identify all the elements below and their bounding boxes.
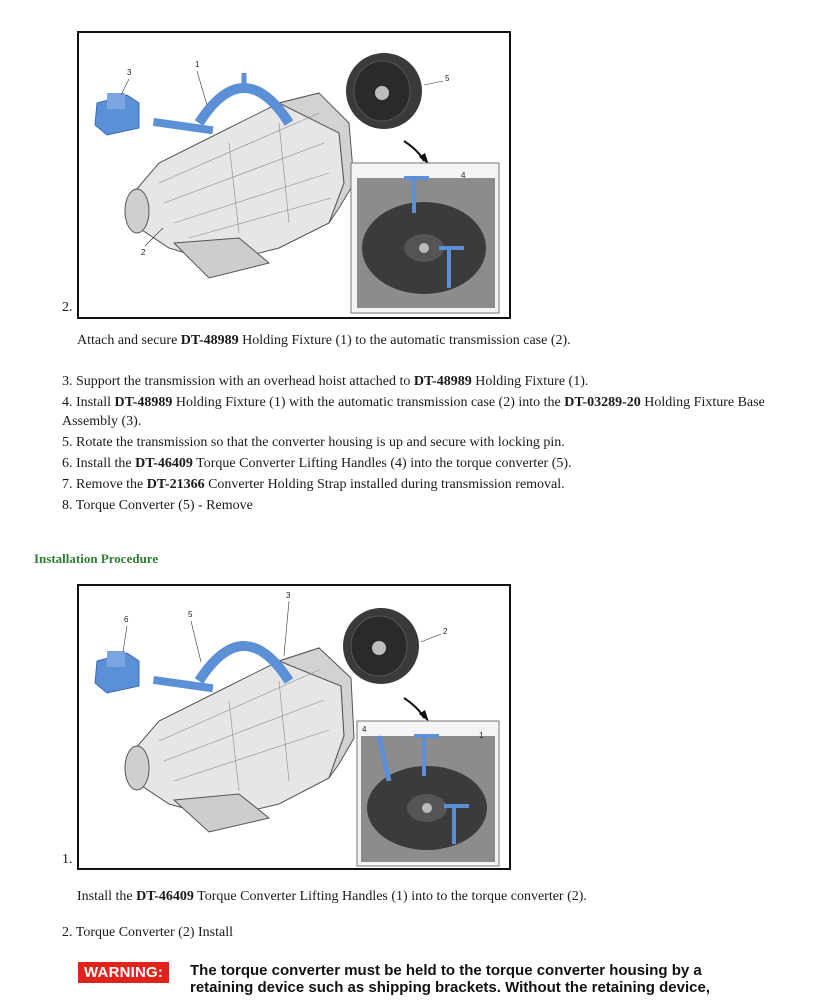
step-text: Converter Holding Strap installed during… — [204, 477, 565, 492]
step-item: 6. Install the DT-46409 Torque Converter… — [62, 454, 802, 473]
callout-1b: 1 — [479, 731, 484, 740]
caption-2: Install the DT-46409 Torque Converter Li… — [77, 889, 587, 904]
figure-2: 6 5 3 2 4 1 — [77, 584, 511, 870]
figure-1-number: 2. — [62, 300, 73, 315]
callout-2b: 2 — [443, 627, 448, 636]
transmission-illustration-2: 6 5 3 2 4 1 — [94, 591, 500, 867]
step-number: 6. — [62, 456, 73, 471]
step-text: Rotate the transmission so that the conv… — [76, 435, 565, 450]
step-2-install: 2. Torque Converter (2) Install — [62, 925, 233, 940]
step-text: Holding Fixture Base Assembly (3). — [62, 395, 765, 429]
callout-6: 6 — [124, 615, 129, 624]
callout-5b: 5 — [188, 610, 193, 619]
figure-1: 3 1 2 5 4 — [77, 31, 511, 319]
section-heading-installation: Installation Procedure — [34, 551, 159, 566]
callout-2: 2 — [141, 248, 146, 257]
tool-number: DT-03289-20 — [564, 395, 641, 410]
removal-steps-list: 3. Support the transmission with an over… — [62, 372, 802, 517]
tool-number: DT-48989 — [413, 374, 472, 389]
step-number: 3. — [62, 374, 73, 389]
figure-2-number: 1. — [62, 852, 73, 867]
warning-badge: WARNING: — [78, 962, 170, 983]
step-item: 5. Rotate the transmission so that the c… — [62, 433, 802, 452]
tool-number: DT-46409 — [135, 456, 193, 471]
caption-1: Attach and secure DT-48989 Holding Fixtu… — [77, 333, 571, 348]
step-item: 8. Torque Converter (5) - Remove — [62, 496, 802, 515]
step-number: 5. — [62, 435, 73, 450]
step-text: Holding Fixture (1) with the automatic t… — [172, 395, 565, 410]
step-number: 7. — [62, 477, 73, 492]
tool-number: DT-48989 — [114, 395, 173, 410]
step-text: Support the transmission with an overhea… — [76, 374, 414, 389]
callout-4b: 4 — [362, 725, 367, 734]
step-text: Install — [76, 395, 115, 410]
step-text: Torque Converter Lifting Handles (4) int… — [192, 456, 572, 471]
callout-4: 4 — [461, 171, 466, 180]
step-number: 8. — [62, 498, 73, 513]
step-number: 4. — [62, 395, 73, 410]
step-item: 7. Remove the DT-21366 Converter Holding… — [62, 475, 802, 494]
warning-line-1: The torque converter must be held to the… — [190, 962, 702, 979]
step-text: Holding Fixture (1). — [471, 374, 589, 389]
callout-3b: 3 — [286, 591, 291, 600]
step-item: 3. Support the transmission with an over… — [62, 372, 802, 391]
transmission-illustration-1: 3 1 2 5 4 — [94, 53, 500, 314]
step-text: Remove the — [76, 477, 147, 492]
callout-5: 5 — [445, 74, 450, 83]
warning-text: The torque converter must be held to the… — [190, 962, 800, 996]
step-text: Torque Converter (5) - Remove — [75, 498, 253, 513]
tool-number: DT-21366 — [146, 477, 205, 492]
step-text: Install the — [76, 456, 136, 471]
step-item: 4. Install DT-48989 Holding Fixture (1) … — [62, 393, 802, 431]
callout-3: 3 — [127, 68, 132, 77]
callout-1: 1 — [195, 60, 200, 69]
warning-line-2: retaining device such as shipping bracke… — [190, 979, 710, 996]
